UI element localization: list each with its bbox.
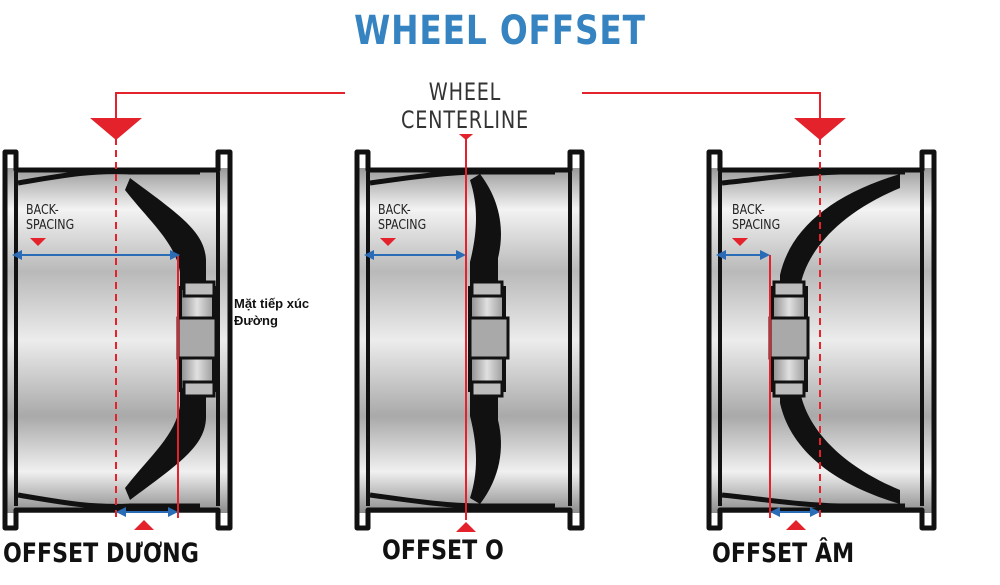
backspacing-label-zero: BACK- SPACING — [378, 203, 426, 233]
contact-label-line2: Đường — [234, 313, 278, 328]
label-negative-offset: OFFSET ÂM — [712, 538, 855, 569]
wheel-zero-offset — [354, 118, 585, 532]
backspacing-label-line1: BACK- — [732, 203, 765, 218]
wheel-centerline-label: WHEEL CENTERLINE — [365, 78, 565, 134]
backspacing-label-line2: SPACING — [732, 218, 781, 233]
backspacing-label-negative: BACK- SPACING — [732, 203, 780, 233]
wheel-negative-offset — [706, 118, 937, 531]
contact-label-line1: Mặt tiếp xúc — [234, 296, 310, 311]
backspacing-label-line1: BACK- — [378, 203, 411, 218]
road-contact-surface-label: Mặt tiếp xúc Đường — [234, 295, 309, 329]
centerline-connector-left — [115, 92, 345, 118]
backspacing-label-line2: SPACING — [26, 218, 75, 233]
backspacing-label-line2: SPACING — [378, 218, 427, 233]
backspacing-label-line1: BACK- — [26, 203, 59, 218]
label-zero-offset: OFFSET O — [382, 535, 504, 566]
label-positive-offset: OFFSET DƯƠNG — [3, 538, 199, 569]
wheel-positive-offset — [2, 118, 233, 531]
diagram-title: WHEEL OFFSET — [354, 8, 646, 54]
centerline-connector-right — [582, 92, 821, 118]
backspacing-label-positive: BACK- SPACING — [26, 203, 74, 233]
